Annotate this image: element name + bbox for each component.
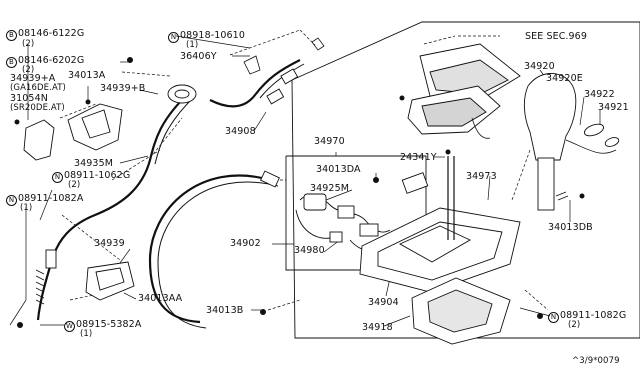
callout-34935m: 34935M <box>74 158 114 169</box>
see-section-ref: SEE SEC.969 <box>525 31 587 42</box>
part-number: 08911-1062G <box>64 170 131 181</box>
qty-08146-6122g: (2) <box>22 39 35 49</box>
assembly-boundary <box>291 21 640 339</box>
qty-08915-5382a: (1) <box>80 329 93 339</box>
callout-34922: 34922 <box>584 89 615 100</box>
callout-31054n: 31054N <box>10 93 48 104</box>
callout-34013a: 34013A <box>68 70 106 81</box>
qty-08918-10610: (1) <box>186 40 199 50</box>
callout-34013db: 34013DB <box>548 222 593 233</box>
callout-34013aa: 34013AA <box>138 293 183 304</box>
bracket-34939a <box>23 119 55 161</box>
callout-34939a: 34939+A <box>10 73 56 84</box>
callout-34904: 34904 <box>368 297 399 308</box>
bolt-marker-b: B <box>6 30 17 41</box>
callout-36406y: 36406Y <box>180 51 217 62</box>
note-34939a: (GA16DE.AT) <box>10 83 66 93</box>
callout-34970: 34970 <box>314 136 345 147</box>
callout-34902: 34902 <box>230 238 261 249</box>
part-number: 08915-5382A <box>76 319 142 330</box>
nut-marker-n: N <box>168 32 179 43</box>
callout-34908: 34908 <box>225 126 256 137</box>
bolt-marker-b: B <box>6 57 17 68</box>
note-31054n: (SR20DE.AT) <box>10 103 65 113</box>
part-number: 08911-1082G <box>560 310 627 321</box>
qty-08911-1082a: (1) <box>20 203 33 213</box>
part-number: 08911-1082A <box>18 193 84 204</box>
qty-08911-1082g: (2) <box>568 320 581 330</box>
qty-08146-6202g: (2) <box>22 65 35 75</box>
callout-34918: 34918 <box>362 322 393 333</box>
part-number: 08146-6202G <box>18 55 85 66</box>
callout-34973: 34973 <box>466 171 497 182</box>
callout-24341y: 24341Y <box>400 152 437 163</box>
part-number: 08918-10610 <box>180 30 245 41</box>
nut-marker-n: N <box>548 312 559 323</box>
callout-34013da: 34013DA <box>316 164 361 175</box>
qty-08911-1062g-left: (2) <box>68 180 81 190</box>
nut-marker-n: N <box>52 172 63 183</box>
callout-34013b: 34013B <box>206 305 244 316</box>
diagram-code: ^3/9*0079 <box>572 356 620 366</box>
callout-34980: 34980 <box>294 245 325 256</box>
nut-marker-n: N <box>6 195 17 206</box>
shift-knob <box>523 73 577 161</box>
callout-34939b: 34939+B <box>100 83 146 94</box>
callout-34921: 34921 <box>598 102 629 113</box>
washer-marker-w: W <box>64 321 75 332</box>
callout-34939: 34939 <box>94 238 125 249</box>
part-number: 08146-6122G <box>18 28 85 39</box>
callout-34920: 34920 <box>524 61 555 72</box>
callout-34925m: 34925M <box>310 183 350 194</box>
callout-34920e: 34920E <box>546 73 583 84</box>
